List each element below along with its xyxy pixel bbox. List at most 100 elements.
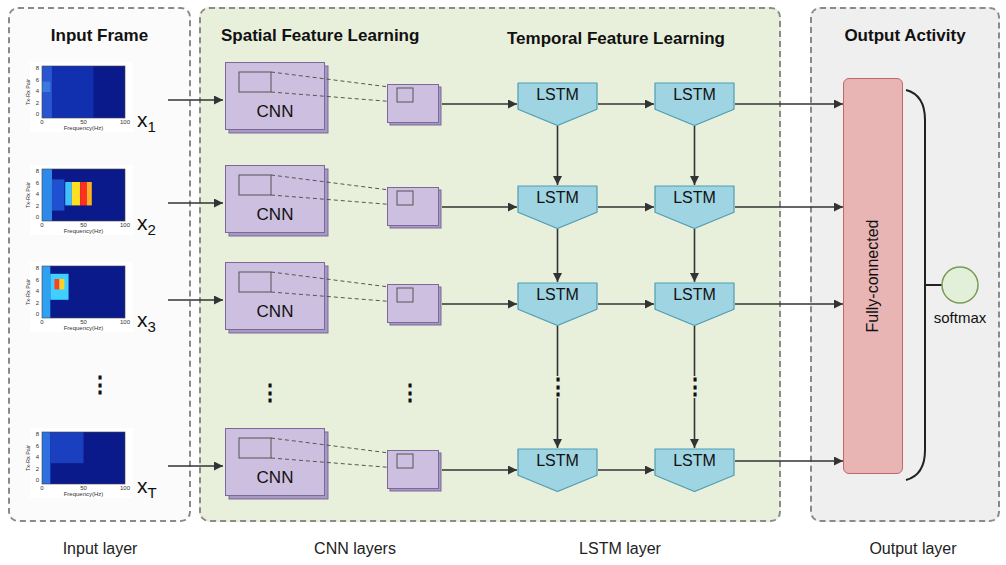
heatmap-cell	[80, 182, 87, 205]
heatmap	[42, 432, 125, 484]
heatmap-cell	[54, 279, 59, 289]
flow-arrow	[598, 303, 654, 305]
tick-label: 100	[120, 485, 130, 492]
lstm-label: LSTM	[536, 189, 579, 207]
tick-label: 2	[30, 466, 39, 473]
tick-label: 50	[80, 485, 87, 492]
cnn-shape	[225, 428, 442, 500]
edge-ellipsis: ⋮	[681, 376, 709, 398]
heatmap-cell	[42, 432, 50, 484]
panel-title: Spatial Feature Learning	[221, 26, 419, 46]
kernel-projection	[271, 438, 397, 454]
cnn-block: CNN	[225, 62, 442, 134]
heatmap-cell	[42, 82, 50, 92]
lstm-cell: LSTM	[517, 448, 598, 492]
heatmap-cell	[72, 182, 80, 205]
ellipsis: ⋮	[399, 380, 421, 405]
flow-arrow	[735, 303, 843, 305]
heatmap-cell	[52, 66, 94, 118]
heatmap-cell	[65, 182, 72, 205]
cnn-block: CNN	[225, 262, 442, 334]
tick-label: 2	[30, 100, 39, 107]
heatmap-cell	[42, 66, 52, 118]
tick-label: 4	[30, 88, 39, 95]
lstm-outline	[655, 283, 734, 326]
heatmap-cell	[52, 179, 64, 210]
tick-label: 4	[30, 191, 39, 198]
flow-arrow	[442, 103, 517, 105]
frame-background	[30, 428, 133, 498]
lstm-outline	[518, 283, 597, 326]
tick-label: 8	[30, 431, 39, 438]
lstm-label: LSTM	[673, 86, 716, 104]
lstm-outline	[518, 186, 597, 229]
heatmap-cell	[50, 432, 83, 463]
cnn-shape	[225, 165, 442, 237]
axis-title: Tx-Rx Pair	[25, 79, 31, 105]
kernel	[397, 454, 413, 468]
cnn-label: CNN	[257, 302, 294, 322]
flow-arrow	[557, 126, 559, 185]
input-symbol: x3	[137, 308, 156, 335]
input-arrow	[168, 202, 223, 204]
input-symbol: x1	[137, 108, 156, 135]
flow-arrow	[598, 206, 654, 208]
tick-label: 0	[30, 111, 39, 118]
flow-arrow	[735, 206, 843, 208]
filter-stack	[226, 263, 325, 330]
tick-label: 2	[30, 300, 39, 307]
plot-frame	[42, 432, 125, 484]
lstm-label: LSTM	[673, 189, 716, 207]
kernel	[397, 191, 413, 205]
cnn-block: CNN	[225, 428, 442, 500]
tick-label: 8	[30, 65, 39, 72]
tick-label: 8	[30, 265, 39, 272]
layer-label: LSTM layer	[579, 540, 661, 558]
kernel-projection	[271, 92, 397, 102]
tick-label: 50	[80, 119, 87, 126]
input-arrow	[168, 465, 223, 467]
softmax-node: softmax	[925, 265, 995, 335]
layer-label: Input layer	[63, 540, 138, 558]
lstm-outline	[518, 83, 597, 126]
lstm-label: LSTM	[536, 452, 579, 470]
heatmap-cell	[87, 182, 92, 205]
lstm-cell: LSTM	[517, 82, 598, 126]
tick-label: 4	[30, 288, 39, 295]
flow-arrow	[735, 460, 843, 462]
flow-arrow	[442, 469, 517, 471]
kernel-projection	[271, 175, 397, 191]
panel-title: Input Frame	[51, 26, 148, 46]
tick-label: 0	[30, 214, 39, 221]
tick-label: 6	[30, 180, 39, 187]
input-symbol: xT	[137, 474, 157, 501]
frame-background	[30, 62, 133, 132]
filter-stack	[226, 63, 325, 130]
cnn-block: CNN	[225, 165, 442, 237]
cnn-label: CNN	[257, 205, 294, 225]
flow-arrow	[694, 126, 696, 185]
lstm-label: LSTM	[536, 286, 579, 304]
input-arrow	[168, 299, 223, 301]
kernel	[397, 88, 413, 102]
lstm-outline	[655, 449, 734, 492]
flow-arrow	[557, 229, 559, 282]
layer-label: CNN layers	[314, 540, 396, 558]
tick-label: 0	[30, 311, 39, 318]
tick-label: 2	[30, 203, 39, 210]
softmax-label: softmax	[934, 309, 987, 326]
cnn-label: CNN	[257, 102, 294, 122]
softmax-circle	[942, 267, 978, 303]
axis-title: Tx-Rx Pair	[25, 182, 31, 208]
kernel	[397, 288, 413, 302]
input-symbol: x2	[137, 211, 156, 238]
lstm-cell: LSTM	[654, 282, 735, 326]
heatmap-cell	[42, 266, 50, 318]
tick-label: 50	[80, 222, 87, 229]
dense-layer: Fully-connected	[843, 78, 903, 474]
kernel-projection	[271, 195, 397, 205]
tick-label: 6	[30, 443, 39, 450]
feature-map	[388, 85, 439, 123]
axis-title: Tx-Rx Pair	[25, 445, 31, 471]
frame-background	[30, 165, 133, 235]
